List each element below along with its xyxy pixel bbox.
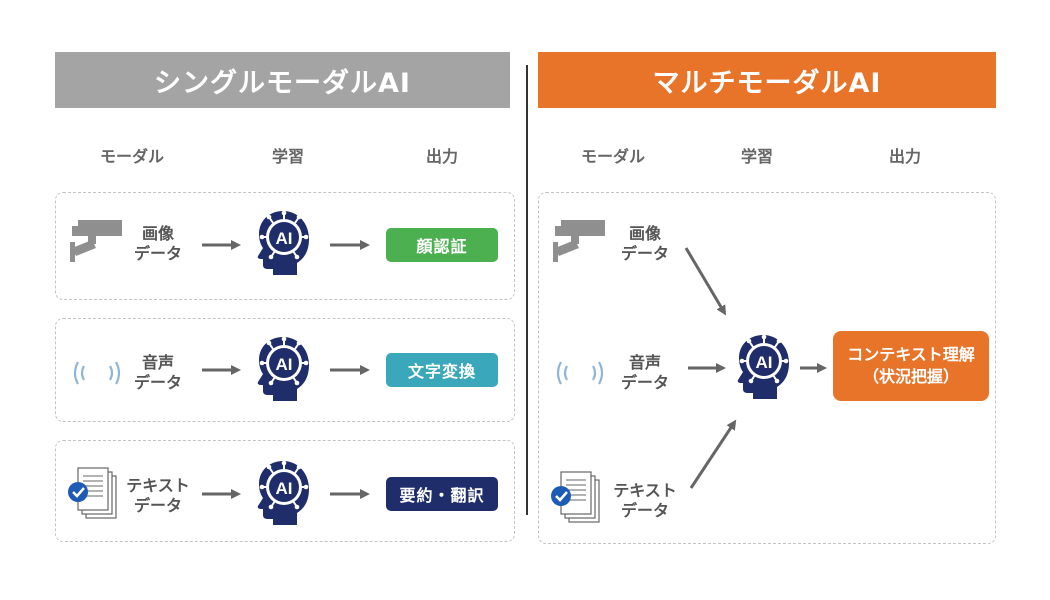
output-face-recognition: 顔認証: [386, 228, 498, 262]
single-header-learning: 学習: [271, 147, 304, 166]
sound-wave-icon: [73, 361, 121, 385]
camera-icon: [70, 220, 122, 262]
output-summary-translation: 要約・翻訳: [386, 477, 498, 511]
document-check-icon: [551, 471, 600, 523]
single-input-audio-label: 音声データ: [133, 353, 182, 392]
multi-header-modal: モーダル: [580, 147, 645, 166]
sound-wave-icon: [556, 361, 604, 385]
arrow-image-to-ai: [684, 247, 727, 316]
multi-header-learning: 学習: [740, 147, 773, 166]
output-context-understanding: コンテキスト理解 （状況把握）: [833, 331, 989, 401]
multi-input-audio-label: 音声データ: [620, 353, 669, 392]
multi-input-text-label: テキストデータ: [613, 481, 677, 520]
single-input-text-label: テキストデータ: [126, 476, 190, 515]
multi-modal-banner: マルチモーダルAI: [538, 52, 996, 108]
multi-header-output: 出力: [888, 147, 921, 166]
single-modal-banner: シングルモーダルAI: [55, 52, 510, 108]
arrow-text-to-ai: [689, 419, 737, 489]
single-row-panel-image: [55, 192, 515, 300]
center-divider: [526, 65, 528, 515]
single-input-image-label: 画像データ: [133, 224, 182, 263]
single-header-modal: モーダル: [99, 147, 164, 166]
multi-panel: [538, 192, 996, 544]
single-row-panel-audio: [55, 318, 515, 422]
single-header-output: 出力: [425, 147, 458, 166]
output-speech-to-text: 文字変換: [386, 353, 498, 387]
camera-icon: [553, 220, 605, 262]
multi-input-image-label: 画像データ: [620, 224, 669, 263]
single-row-panel-text: [55, 440, 515, 542]
document-check-icon: [68, 467, 117, 519]
